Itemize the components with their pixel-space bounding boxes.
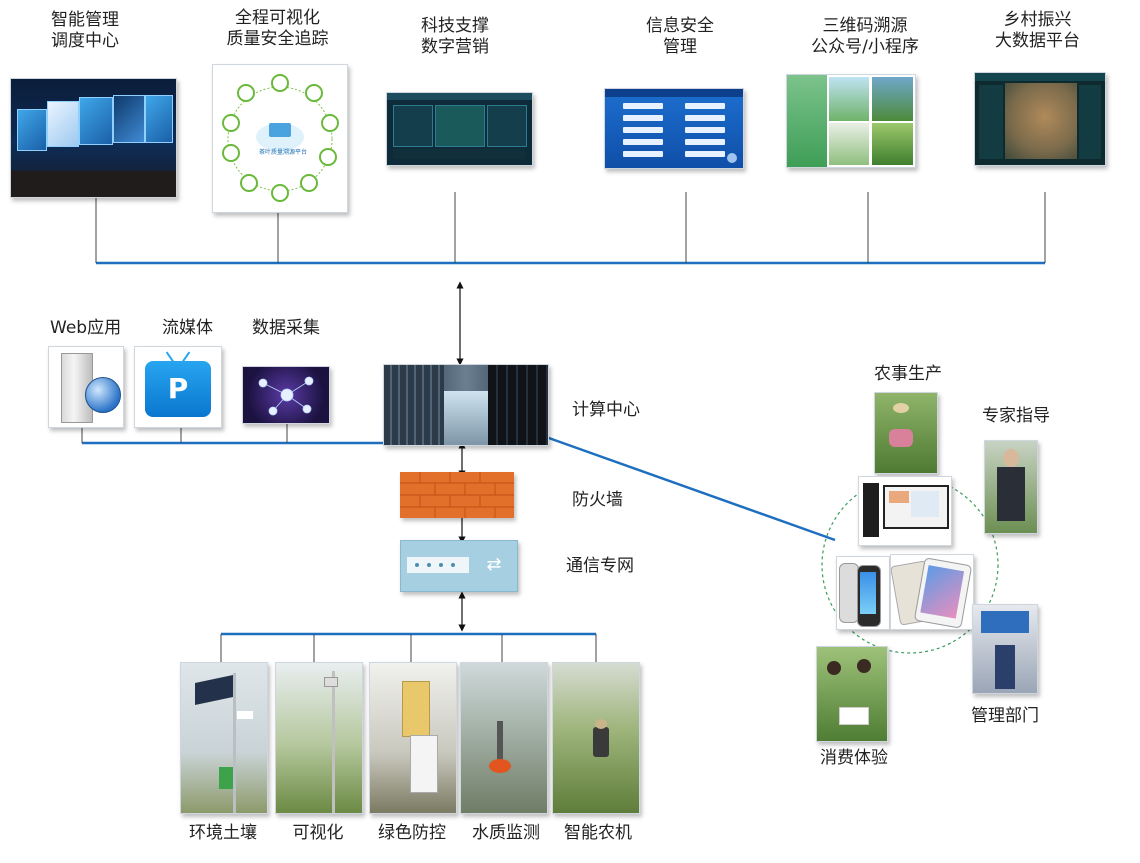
trace-cycle-diagram — [222, 74, 339, 202]
soil-station-image — [180, 662, 268, 814]
soil-label: 环境土壤 — [189, 823, 257, 843]
smart-machine-image — [552, 662, 640, 814]
data-collection-image — [242, 366, 330, 424]
trace-label: 全程可视化质量安全追踪 — [226, 8, 329, 49]
compute-center-image — [383, 364, 549, 446]
sync-arrows-icon: ⇄ — [486, 554, 502, 575]
visual-camera-image — [275, 662, 363, 814]
farm-label: 农事生产 — [874, 364, 942, 384]
smartphones-image — [836, 556, 890, 630]
bigdata-label: 乡村振兴大数据平台 — [995, 10, 1080, 51]
water-label: 水质监测 — [472, 823, 540, 843]
stream-media-image: P — [134, 346, 222, 428]
visual-label: 可视化 — [292, 823, 344, 843]
qrcode-miniprogram-image — [786, 74, 916, 168]
dispatch-label: 智能管理调度中心 — [51, 10, 119, 51]
tablets-image — [890, 554, 974, 630]
collect-label: 数据采集 — [252, 318, 320, 338]
trace-platform-image: 茶叶质量溯源平台 — [212, 64, 348, 213]
network-label: 通信专网 — [566, 556, 634, 576]
pest-label: 绿色防控 — [378, 823, 446, 843]
expert-image — [984, 440, 1038, 534]
machine-label: 智能农机 — [564, 823, 632, 843]
stream-label: 流媒体 — [162, 318, 213, 338]
firewall-label: 防火墙 — [572, 490, 623, 510]
farm-work-image — [874, 392, 938, 474]
trace-platform-text: 茶叶质量溯源平台 — [258, 149, 307, 156]
marketing-dashboard-image — [386, 92, 533, 166]
water-monitor-image — [460, 662, 548, 814]
playstation-logo-icon: P — [145, 351, 211, 417]
consumer-label: 消费体验 — [820, 748, 888, 768]
dispatch-center-image — [10, 78, 177, 198]
desktop-computer-image — [858, 476, 952, 546]
web-label: Web应用 — [50, 318, 122, 338]
security-label: 信息安全管理 — [646, 16, 714, 57]
compute-to-users-line — [545, 435, 836, 542]
pest-control-image — [369, 662, 457, 814]
web-server-image — [48, 346, 124, 428]
admin-meeting-image — [972, 604, 1038, 694]
compute-label: 计算中心 — [572, 400, 640, 420]
globe-icon — [85, 377, 121, 413]
marketing-label: 科技支撑数字营销 — [421, 16, 489, 57]
qrcode-label: 三维码溯源公众号/小程序 — [811, 16, 919, 57]
firewall-icon — [400, 472, 514, 518]
security-form-image — [604, 88, 744, 169]
expert-label: 专家指导 — [982, 406, 1050, 426]
bigdata-platform-image — [974, 72, 1106, 166]
admin-label: 管理部门 — [971, 706, 1039, 726]
network-switch-icon: ⇄ — [400, 540, 518, 592]
consumer-image — [816, 646, 888, 742]
